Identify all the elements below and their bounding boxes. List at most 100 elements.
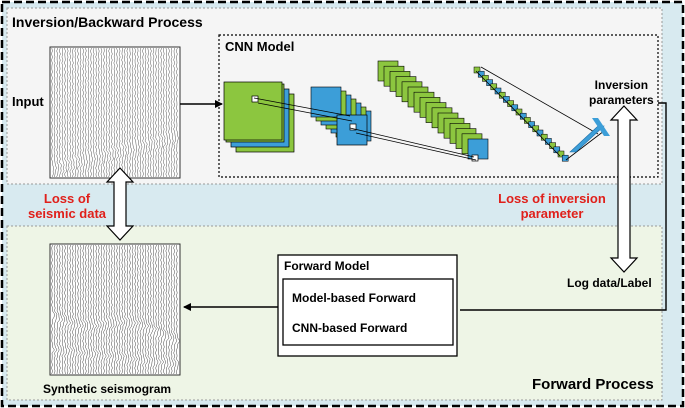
- seismic-trace: [121, 244, 126, 375]
- seismic-trace: [168, 47, 171, 178]
- seismic-trace: [116, 47, 120, 178]
- seismic-trace: [173, 47, 176, 178]
- seismic-trace: [155, 47, 159, 178]
- seismic-trace: [74, 47, 78, 178]
- seismic-trace: [77, 47, 81, 178]
- seismic-trace: [56, 47, 59, 178]
- seismic-trace: [165, 47, 169, 178]
- seismic-trace: [126, 47, 130, 178]
- seismic-trace: [173, 244, 178, 375]
- loss-seismic-label: Loss of seismic data: [24, 191, 110, 221]
- seismic-trace: [147, 244, 151, 375]
- seismic-trace: [56, 244, 60, 375]
- seismic-trace: [170, 244, 175, 375]
- cnn-model-title: CNN Model: [225, 39, 295, 54]
- seismic-trace: [144, 47, 148, 178]
- seismic-trace: [155, 244, 159, 375]
- seismic-trace: [105, 47, 109, 178]
- cnn-layer4-unit: [507, 100, 514, 107]
- seismic-trace: [108, 244, 112, 375]
- inversion-parameters-label: Inversion parameters: [589, 78, 654, 108]
- cnn-layer4-unit: [486, 79, 493, 86]
- input-label: Input: [12, 94, 44, 109]
- forward-section-title: Forward Process: [532, 376, 654, 393]
- seismic-trace: [71, 47, 75, 178]
- seismic-trace: [90, 244, 94, 375]
- seismic-trace: [92, 47, 96, 178]
- seismic-trace: [116, 244, 121, 374]
- seismic-trace: [66, 47, 70, 178]
- seismic-trace: [69, 244, 74, 375]
- seismic-trace: [71, 244, 76, 375]
- seismic-trace: [131, 47, 135, 178]
- seismic-trace: [69, 47, 73, 178]
- seismic-trace: [136, 47, 140, 177]
- params-connector: [658, 102, 667, 311]
- seismic-trace: [113, 47, 117, 178]
- seismic-trace: [92, 244, 98, 375]
- seismic-trace: [64, 47, 68, 178]
- seismic-trace: [79, 244, 84, 375]
- forward-model-title: Forward Model: [284, 259, 370, 273]
- seismic-trace: [95, 244, 100, 375]
- seismic-trace: [103, 244, 107, 375]
- seismic-trace: [58, 244, 63, 375]
- seismic-trace: [97, 47, 101, 178]
- seismic-trace: [162, 244, 167, 375]
- seismic-trace: [118, 47, 122, 178]
- seismic-trace: [165, 244, 170, 375]
- seismic-trace: [157, 47, 161, 178]
- conv-kernel-1: [251, 95, 259, 103]
- cnn-layer2-map: [310, 86, 342, 118]
- seismic-trace: [129, 48, 132, 178]
- seismic-trace: [139, 244, 143, 375]
- seismic-trace: [100, 47, 104, 178]
- cnn-layer4-unit: [477, 70, 485, 78]
- seismic-trace: [170, 47, 174, 178]
- cnn-layer4-unit: [473, 66, 481, 74]
- seismic-trace: [123, 244, 128, 375]
- seismic-trace: [142, 47, 145, 178]
- seismic-trace: [147, 47, 151, 178]
- seismic-trace: [149, 47, 153, 178]
- input-seismic-traces: [51, 47, 179, 178]
- cnn-layer4-unit: [561, 154, 569, 162]
- seismic-trace: [121, 47, 125, 178]
- seismic-trace: [84, 47, 88, 178]
- seismic-trace: [175, 244, 181, 375]
- seismic-trace: [110, 47, 114, 178]
- output-bar-shape: [592, 118, 610, 136]
- seismic-trace: [113, 244, 118, 375]
- seismic-trace: [100, 244, 105, 375]
- cnn-layer4-unit: [482, 75, 489, 82]
- seismic-trace: [105, 244, 110, 375]
- cnn-layer4-unit: [503, 96, 510, 103]
- loss-inversion-line1: Loss of inversion: [498, 191, 606, 206]
- seismic-trace: [74, 245, 79, 375]
- seismic-trace: [157, 244, 162, 375]
- seismic-trace: [58, 47, 62, 178]
- seismic-trace: [134, 47, 137, 178]
- synthetic-seismic-traces: [51, 244, 181, 375]
- seismic-trace: [129, 244, 133, 375]
- loss-inversion-line2: parameter: [520, 206, 584, 221]
- log-data-label: Log data/Label: [567, 276, 652, 290]
- seismic-trace: [87, 244, 91, 375]
- seismic-trace: [108, 47, 112, 178]
- seismic-trace: [110, 244, 115, 375]
- seismic-trace: [82, 244, 86, 375]
- seismic-trace: [64, 244, 68, 375]
- loss-seismic-line1: Loss of: [43, 191, 91, 206]
- cnn-input-layer-front: [223, 81, 283, 141]
- loss-seismic-double-arrow: [105, 167, 135, 241]
- seismic-trace: [103, 47, 106, 178]
- model-based-forward-label: Model-based Forward: [292, 291, 417, 305]
- loss-inversion-double-arrow: [609, 105, 639, 273]
- synthetic-seismogram-image: [49, 243, 181, 376]
- seismic-trace: [90, 47, 93, 178]
- seismic-trace: [51, 244, 55, 375]
- seismic-trace: [144, 244, 150, 375]
- input-seismic-image: [49, 46, 181, 179]
- seismic-trace: [152, 47, 156, 178]
